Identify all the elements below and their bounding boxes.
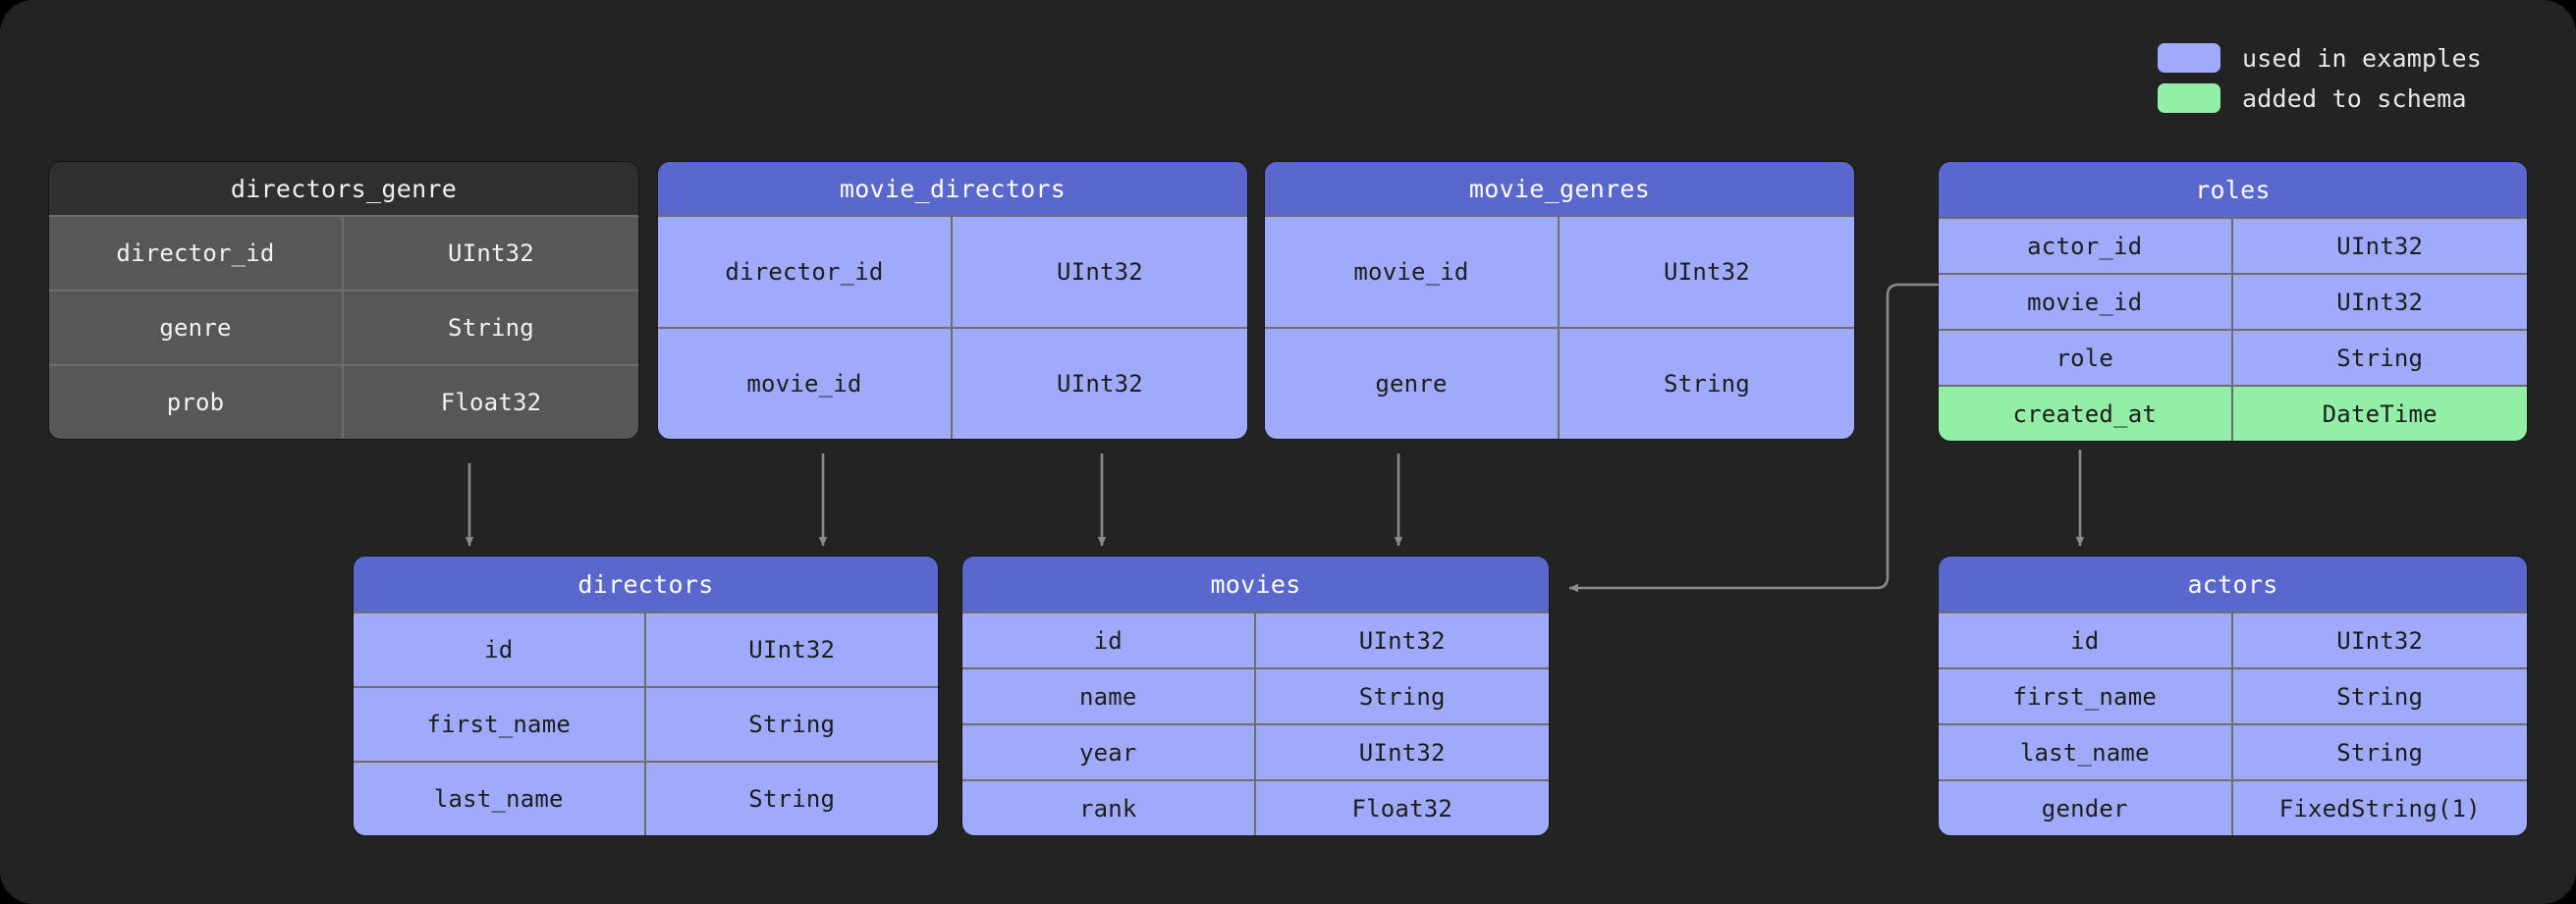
column-name: movie_id	[1265, 217, 1560, 327]
legend: used in examples added to schema	[2157, 43, 2482, 113]
column-type: UInt32	[953, 329, 1247, 439]
column-type: FixedString(1)	[2232, 781, 2527, 835]
column-type: String	[2232, 669, 2527, 723]
column-name: id	[354, 613, 646, 686]
column-type: UInt32	[1255, 613, 1549, 667]
column-name: director_id	[49, 217, 344, 290]
legend-item-added-to-schema: added to schema	[2157, 83, 2482, 113]
column-type: String	[2232, 331, 2527, 385]
table-title-movie_directors: movie_directors	[658, 162, 1247, 215]
column-name: movie_id	[1939, 275, 2233, 329]
column-name: gender	[1939, 781, 2233, 835]
column-type: UInt32	[1560, 217, 1854, 327]
blue-swatch	[2157, 43, 2220, 73]
column-name: created_at	[1939, 387, 2233, 441]
column-type: UInt32	[2232, 219, 2527, 273]
column-name: actor_id	[1939, 219, 2233, 273]
column-name: first_name	[354, 688, 646, 761]
column-type: String	[645, 763, 938, 835]
column-type: Float32	[1255, 781, 1549, 835]
legend-label-added-to-schema: added to schema	[2241, 83, 2467, 113]
column-type: String	[2232, 725, 2527, 779]
column-name: last_name	[1939, 725, 2233, 779]
table-title-movies: movies	[962, 557, 1549, 612]
column-type: String	[344, 292, 638, 364]
column-name: rank	[962, 781, 1256, 835]
table-title-directors_genre: directors_genre	[49, 162, 638, 215]
column-type: UInt32	[2232, 275, 2527, 329]
column-name: director_id	[658, 217, 953, 327]
column-name: first_name	[1939, 669, 2233, 723]
green-swatch	[2157, 83, 2220, 113]
column-type: String	[1560, 329, 1854, 439]
legend-label-used-in-examples: used in examples	[2241, 43, 2482, 73]
column-type: UInt32	[2232, 613, 2527, 667]
legend-item-used-in-examples: used in examples	[2157, 43, 2482, 73]
column-name: role	[1939, 331, 2233, 385]
column-name: movie_id	[658, 329, 953, 439]
table-title-movie_genres: movie_genres	[1265, 162, 1854, 215]
column-type: Float32	[344, 366, 638, 439]
column-name: last_name	[354, 763, 646, 835]
column-type: String	[1255, 669, 1549, 723]
column-name: genre	[49, 292, 344, 364]
column-name: name	[962, 669, 1256, 723]
column-name: genre	[1265, 329, 1560, 439]
column-type: UInt32	[344, 217, 638, 290]
table-title-directors: directors	[354, 557, 938, 612]
column-type: UInt32	[1255, 725, 1549, 779]
column-type: String	[645, 688, 938, 761]
column-type: DateTime	[2232, 387, 2527, 441]
table-title-roles: roles	[1939, 162, 2527, 217]
column-name: id	[1939, 613, 2233, 667]
column-name: year	[962, 725, 1256, 779]
column-name: prob	[49, 366, 344, 439]
column-type: UInt32	[953, 217, 1247, 327]
column-name: id	[962, 613, 1256, 667]
column-type: UInt32	[645, 613, 938, 686]
table-title-actors: actors	[1939, 557, 2527, 612]
